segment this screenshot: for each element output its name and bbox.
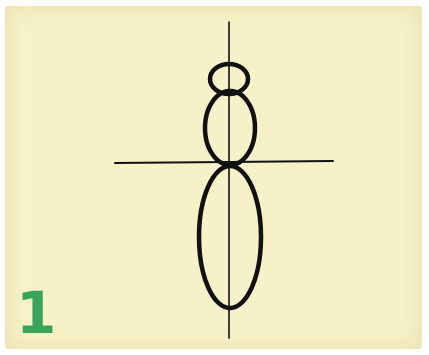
step-number-label: 1 — [16, 284, 55, 342]
abdomen-oval — [199, 166, 261, 308]
thorax-oval — [205, 91, 255, 165]
